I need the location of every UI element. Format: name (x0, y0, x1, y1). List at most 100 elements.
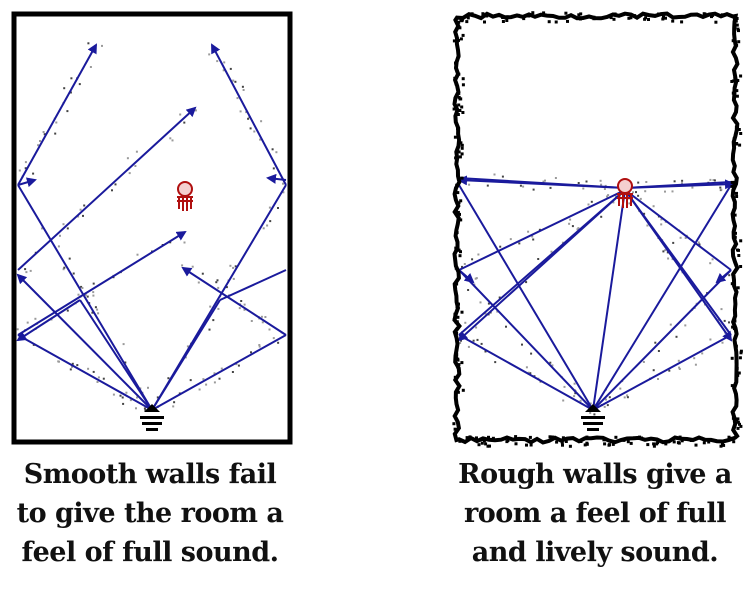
noise-speck (92, 370, 95, 373)
noise-speck (529, 372, 532, 375)
noise-speck (268, 328, 271, 331)
noise-speck (186, 345, 189, 348)
wall-speck (735, 195, 739, 198)
noise-speck (121, 396, 124, 399)
wall-speck (453, 427, 457, 431)
noise-speck (576, 228, 579, 231)
noise-speck (668, 369, 671, 372)
wall-speck (456, 127, 459, 131)
wall-speck (630, 13, 634, 17)
noise-speck (235, 363, 238, 366)
noise-speck (582, 187, 585, 190)
noise-speck (241, 85, 244, 88)
noise-speck (538, 228, 541, 231)
wall-speck (733, 235, 737, 239)
wall-speck (680, 20, 684, 24)
sound-ray (592, 334, 732, 411)
noise-speck (194, 109, 197, 112)
noise-speck (96, 308, 99, 311)
sound-ray (79, 299, 153, 411)
noise-speck (709, 178, 712, 181)
wall-speck (555, 440, 559, 444)
wall-speck (457, 72, 461, 76)
noise-speck (272, 167, 275, 170)
wall-speck (737, 371, 741, 375)
wall-speck (736, 373, 740, 377)
wall-speck (629, 16, 633, 20)
noise-speck (183, 121, 186, 124)
wall-speck (505, 19, 509, 22)
noise-speck (537, 258, 540, 260)
wall-speck (738, 422, 741, 426)
wall-speck (454, 246, 458, 250)
wall-speck (607, 443, 611, 447)
wall-speck (618, 13, 622, 17)
noise-speck (234, 80, 237, 83)
wall-speck (720, 13, 724, 17)
noise-speck (32, 172, 35, 175)
noise-speck (77, 215, 80, 218)
sound-ray (151, 334, 287, 411)
wall-speck (460, 105, 464, 109)
noise-speck (532, 238, 535, 241)
noise-speck (136, 396, 138, 399)
rough-wall (452, 11, 740, 445)
wall-speck (733, 213, 737, 217)
wall-speck (731, 91, 735, 95)
wall-speck (694, 443, 698, 447)
wall-speck (564, 11, 568, 15)
noise-speck (92, 294, 95, 297)
noise-speck (608, 396, 611, 399)
noise-speck (713, 179, 716, 182)
noise-speck (223, 61, 226, 64)
noise-speck (259, 138, 262, 141)
wall-speck (644, 16, 648, 20)
noise-speck (63, 266, 66, 269)
noise-speck (612, 201, 615, 204)
wall-speck (736, 248, 739, 252)
noise-speck (97, 312, 100, 315)
wall-speck (466, 16, 470, 20)
wall-speck (612, 17, 616, 21)
noise-speck (173, 401, 176, 404)
noise-speck (551, 364, 554, 367)
noise-speck (238, 307, 241, 310)
wall-speck (550, 435, 554, 439)
wall-speck (461, 77, 465, 81)
wall-speck (455, 356, 459, 360)
noise-speck (26, 321, 29, 324)
wall-speck (560, 441, 564, 445)
noise-speck (664, 249, 667, 252)
wall-speck (730, 356, 734, 360)
noise-speck (258, 345, 261, 348)
wall-speck (609, 16, 613, 20)
noise-speck (673, 180, 676, 183)
noise-speck (496, 310, 499, 313)
noise-speck (128, 172, 131, 175)
wall-speck (579, 12, 583, 16)
noise-speck (644, 190, 647, 193)
wall-speck (457, 54, 461, 58)
noise-speck (532, 188, 535, 191)
noise-speck (135, 407, 137, 410)
wall-speck (457, 150, 461, 154)
noise-speck (205, 383, 208, 386)
noise-speck (237, 364, 240, 367)
smooth-walls-diagram (0, 0, 300, 450)
wall-speck (457, 201, 461, 205)
sound-ray (458, 334, 594, 411)
noise-speck (275, 151, 278, 154)
noise-speck (202, 378, 205, 381)
wall-speck (566, 19, 569, 23)
noise-speck (34, 317, 37, 320)
noise-speck (240, 300, 243, 302)
noise-speck (217, 307, 220, 310)
wall-speck (730, 180, 734, 184)
wall-speck (739, 349, 743, 353)
noise-speck (208, 328, 211, 331)
reflected-ray (457, 175, 626, 189)
wall-speck (528, 435, 532, 439)
noise-speck (114, 183, 117, 186)
noise-speck (71, 365, 73, 368)
caption-line: room a feel of full (463, 498, 727, 529)
